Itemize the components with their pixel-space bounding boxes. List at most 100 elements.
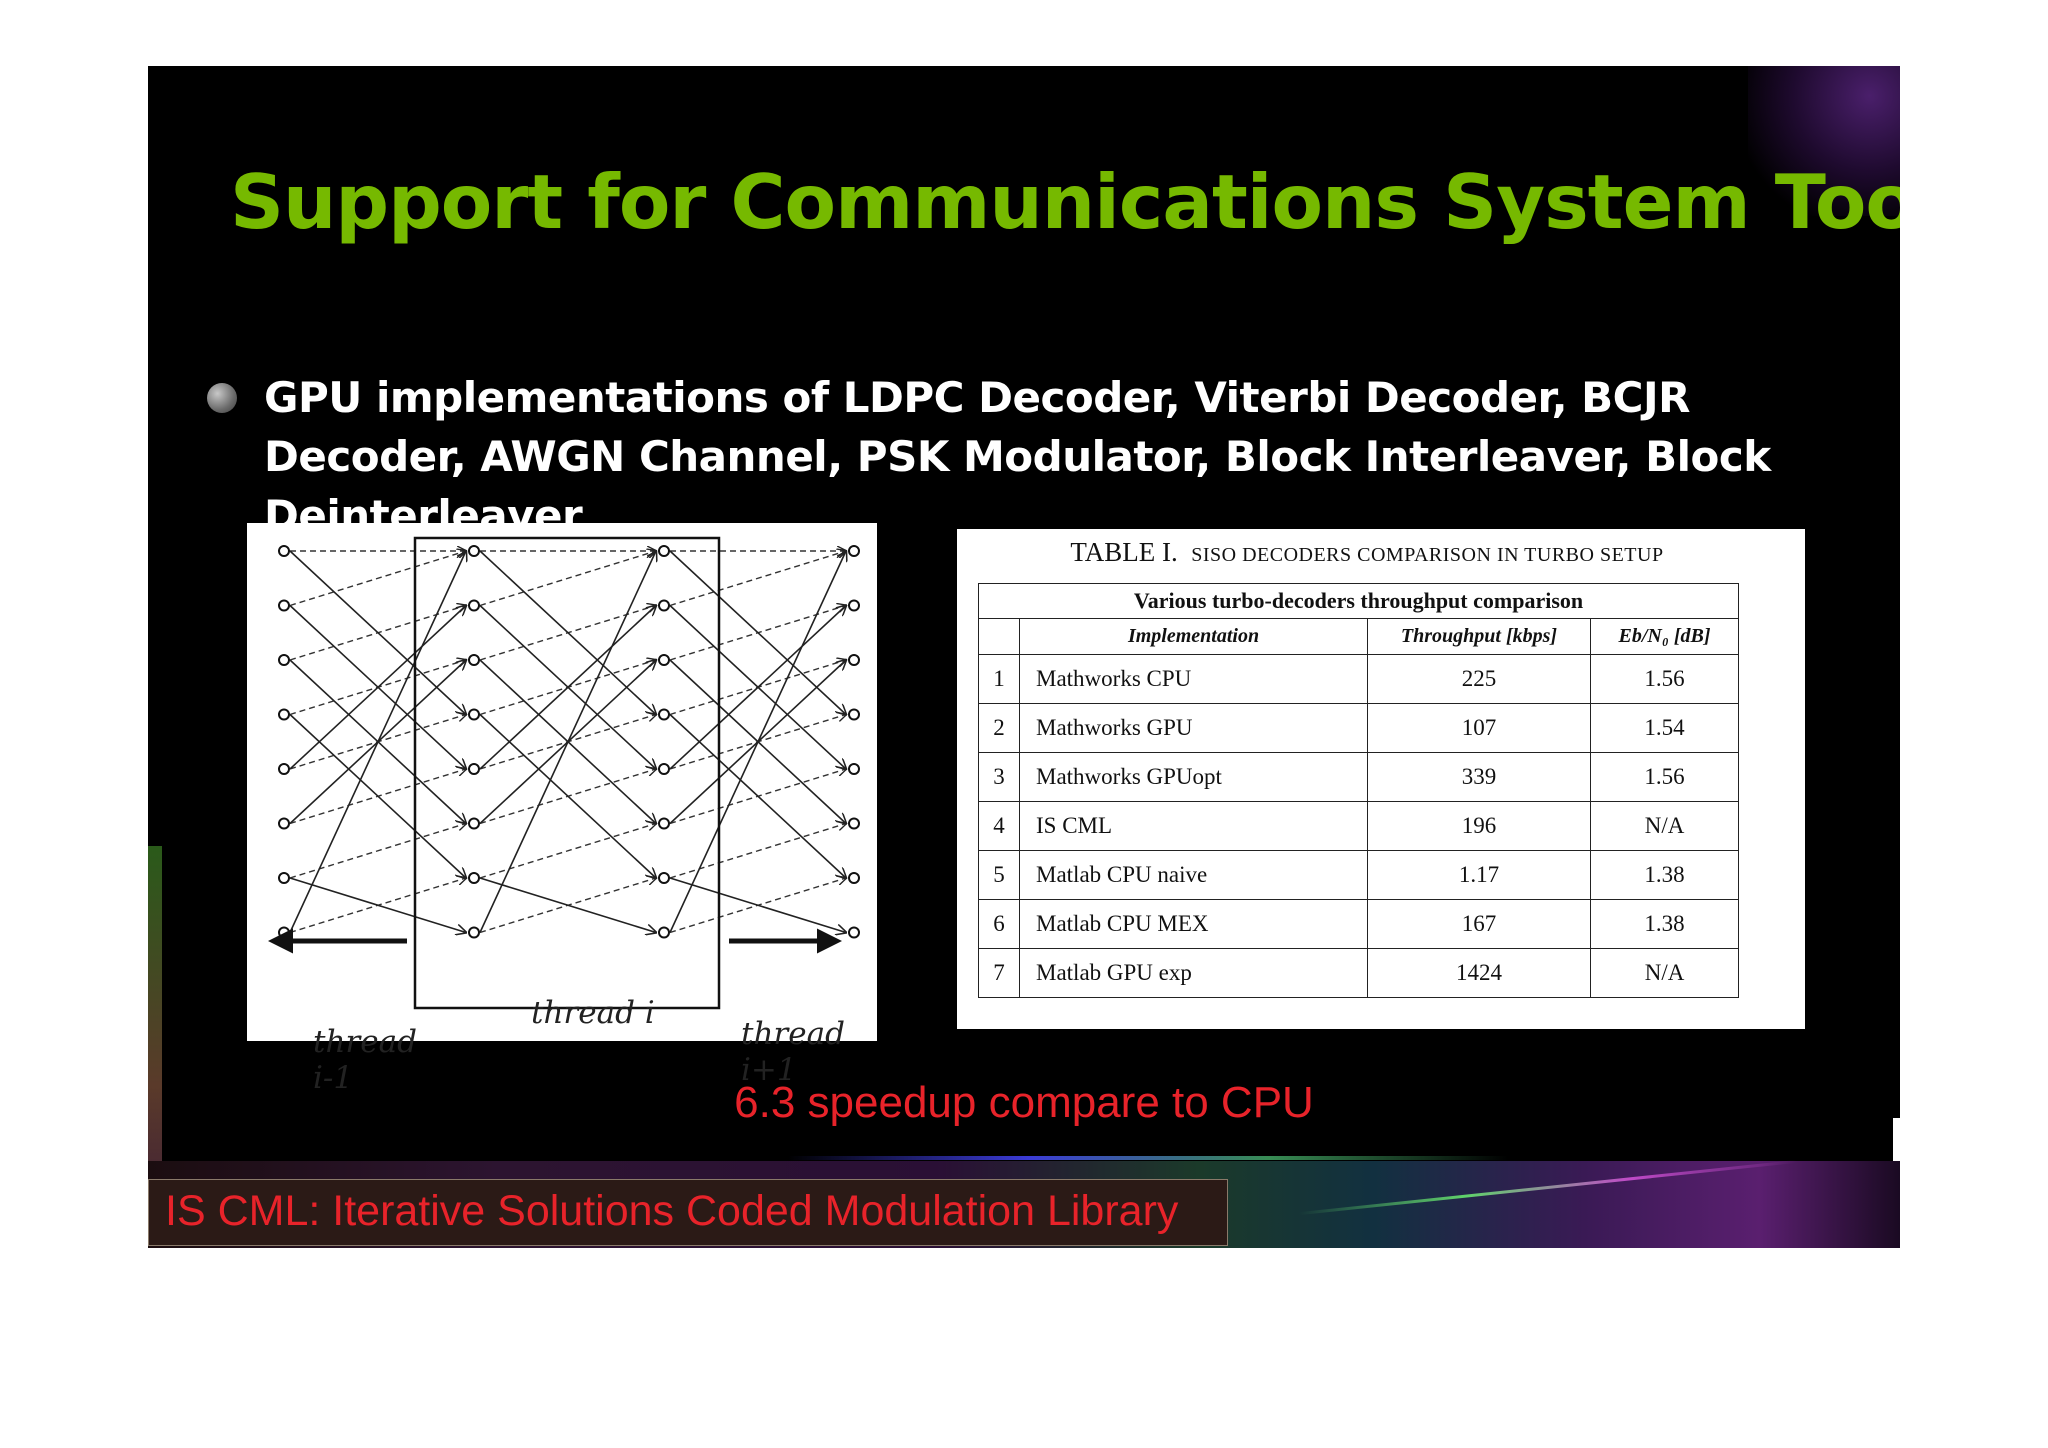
- thread-prev-label: thread: [313, 1024, 417, 1060]
- cell-index: 2: [978, 703, 1020, 753]
- cell-ebn0: 1.38: [1589, 850, 1740, 900]
- trellis-edge-dashed: [289, 824, 466, 879]
- trellis-edge: [669, 877, 846, 933]
- footer-note-box: IS CML: Iterative Solutions Coded Modula…: [148, 1179, 1228, 1246]
- bullet-icon: [207, 383, 237, 413]
- trellis-edge: [479, 877, 656, 933]
- strip-highlight-line: [788, 1156, 1508, 1160]
- bullet-text: GPU implementations of LDPC Decoder, Vit…: [264, 373, 1771, 540]
- trellis-node: [658, 763, 670, 775]
- trellis-edge: [289, 550, 466, 715]
- trellis-edge: [669, 551, 846, 933]
- trellis-node: [848, 708, 860, 721]
- trellis-node: [468, 545, 480, 557]
- cell-throughput: 225: [1367, 654, 1591, 704]
- cell-implementation: IS CML: [1019, 801, 1368, 851]
- siso-comparison-table: Various turbo-decoders throughput compar…: [977, 583, 1740, 998]
- comparison-table-panel: TABLE I. SISO DECODERS COMPARISON IN TUR…: [957, 529, 1805, 1029]
- trellis-edge: [479, 606, 656, 770]
- trellis-node: [848, 599, 860, 612]
- table-row: 2 Mathworks GPU 107 1.54: [978, 703, 1740, 753]
- cell-implementation: Matlab GPU exp: [1019, 948, 1368, 998]
- trellis-edge: [289, 713, 466, 879]
- column-header-throughput: Throughput [kbps]: [1367, 618, 1591, 655]
- cell-implementation: Matlab CPU MEX: [1019, 899, 1368, 949]
- trellis-edge: [289, 551, 466, 933]
- trellis-edge: [479, 713, 656, 879]
- cell-implementation: Mathworks GPU: [1019, 703, 1368, 753]
- trellis-node: [468, 599, 480, 612]
- table-caption-main: TABLE I.: [1070, 537, 1178, 567]
- trellis-edge-dashed: [479, 824, 656, 879]
- trellis-node: [278, 926, 290, 939]
- trellis-node: [468, 654, 480, 666]
- table-row: 5 Matlab CPU naive 1.17 1.38: [978, 850, 1740, 900]
- trellis-node: [278, 654, 290, 666]
- trellis-node: [278, 545, 290, 557]
- column-header-ebn0: Eb/N₀ [dB]: [1589, 618, 1740, 655]
- trellis-edge-dashed: [289, 551, 466, 607]
- trellis-edge: [479, 550, 656, 715]
- trellis-edge: [669, 606, 846, 770]
- cell-index: 1: [978, 654, 1020, 704]
- trellis-edge-dashed: [669, 551, 846, 607]
- trellis-node: [658, 545, 670, 557]
- trellis-edge: [669, 550, 846, 715]
- cell-implementation: Mathworks GPUopt: [1019, 752, 1368, 802]
- cell-index: 3: [978, 752, 1020, 802]
- table-row: 7 Matlab GPU exp 1424 N/A: [978, 948, 1740, 998]
- column-header-implementation: Implementation: [1019, 618, 1368, 655]
- trellis-node: [278, 763, 290, 775]
- column-header-index: [978, 618, 1020, 655]
- cell-ebn0: 1.56: [1589, 654, 1740, 704]
- trellis-node: [278, 872, 290, 884]
- slide-title: Support for Communications System Toolbo…: [230, 158, 1900, 246]
- thread-i-label: thread i: [531, 995, 655, 1031]
- cell-ebn0: 1.38: [1589, 899, 1740, 949]
- trellis-node: [468, 708, 480, 721]
- cell-ebn0: N/A: [1589, 801, 1740, 851]
- cell-ebn0: 1.56: [1589, 752, 1740, 802]
- thread-i-box: [413, 536, 721, 1010]
- table-caption-sub: SISO DECODERS COMPARISON IN TURBO SETUP: [1191, 544, 1664, 566]
- trellis-node: [278, 817, 290, 830]
- trellis-node: [848, 926, 860, 939]
- trellis-node: [658, 654, 670, 666]
- slide: Support for Communications System Toolbo…: [148, 66, 1900, 1248]
- trellis-edge-dashed: [669, 824, 846, 879]
- trellis-node: [468, 926, 480, 939]
- cell-index: 4: [978, 801, 1020, 851]
- footer-note: IS CML: Iterative Solutions Coded Modula…: [165, 1187, 1179, 1235]
- trellis-node: [848, 654, 860, 666]
- cell-index: 5: [978, 850, 1020, 900]
- left-edge-glow: [148, 846, 162, 1246]
- trellis-node: [468, 817, 480, 830]
- trellis-graph: [268, 536, 860, 1010]
- trellis-node: [848, 763, 860, 775]
- thread-prev-index: i-1: [313, 1060, 354, 1096]
- trellis-node: [468, 872, 480, 884]
- cell-index: 6: [978, 899, 1020, 949]
- trellis-edge: [479, 551, 656, 933]
- table-row: 1 Mathworks CPU 225 1.56: [978, 654, 1740, 704]
- trellis-node: [658, 926, 670, 939]
- table-row: 6 Matlab CPU MEX 167 1.38: [978, 899, 1740, 949]
- slide-notch: [1893, 1118, 1900, 1161]
- trellis-node: [468, 763, 480, 775]
- cell-implementation: Mathworks CPU: [1019, 654, 1368, 704]
- trellis-edge: [669, 713, 846, 879]
- thread-next-label: thread: [741, 1016, 845, 1052]
- trellis-node: [278, 599, 290, 612]
- trellis-node: [848, 817, 860, 830]
- trellis-node: [658, 872, 670, 884]
- trellis-node: [658, 708, 670, 721]
- top-right-glow: [1748, 66, 1900, 216]
- speedup-note: 6.3 speedup compare to CPU: [734, 1078, 1314, 1127]
- trellis-node: [278, 708, 290, 721]
- cell-throughput: 167: [1367, 899, 1591, 949]
- trellis-node: [848, 872, 860, 884]
- trellis-node: [848, 545, 860, 557]
- table-row: 3 Mathworks GPUopt 339 1.56: [978, 752, 1740, 802]
- trellis-edge: [289, 606, 466, 770]
- trellis-node: [658, 817, 670, 830]
